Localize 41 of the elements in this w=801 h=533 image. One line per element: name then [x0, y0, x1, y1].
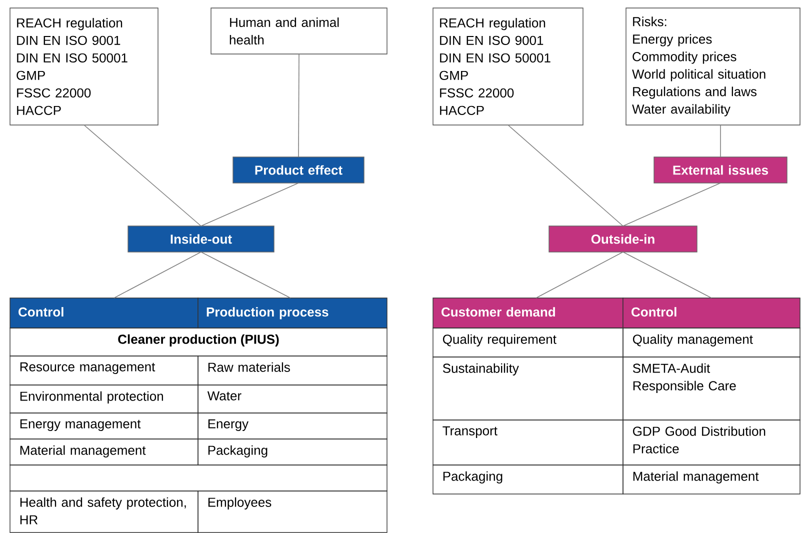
table-cell: Quality requirement	[432, 328, 624, 358]
text-box: Human and animal health	[210, 8, 388, 54]
table-cell: Energy	[198, 412, 388, 440]
table-header-cell: Control	[10, 298, 198, 328]
connector-line	[508, 124, 624, 226]
table-cell: Water	[198, 384, 388, 414]
table-cell: Employees	[198, 490, 388, 533]
text-box: REACH regulation DIN EN ISO 9001 DIN EN ISO 50001 GMP FSSC 22000 HACCP	[10, 8, 158, 126]
connector-line	[536, 252, 624, 298]
table-cell: SMETA-Audit Responsible Care	[622, 356, 800, 420]
table-cell: Health and safety protection, HR	[10, 490, 198, 533]
table-cell: GDP Good Distribution Practice	[622, 420, 800, 466]
connector-line	[298, 54, 300, 158]
table-cell: Packaging	[432, 464, 624, 494]
connector-line	[720, 124, 721, 158]
table-cell: Environmental protection	[10, 384, 198, 414]
label-box: Product effect	[232, 156, 364, 184]
label-box: External issues	[654, 156, 788, 184]
connector-line	[84, 124, 202, 226]
connector-line	[114, 252, 202, 298]
table-cell: Material management	[10, 438, 198, 466]
table-cell: Resource management	[10, 356, 198, 386]
table-cell: Packaging	[198, 438, 388, 466]
connector-line	[622, 252, 712, 298]
table-cell: Transport	[432, 420, 624, 466]
text-box: REACH regulation DIN EN ISO 9001 DIN EN ISO 50001 GMP FSSC 22000 HACCP	[432, 8, 584, 126]
table-cell: Material management	[622, 464, 800, 494]
table-cell: Quality management	[622, 328, 800, 358]
table-cell: Cleaner production (PIUS)	[10, 328, 388, 356]
table-cell: Sustainability	[432, 356, 624, 420]
label-box: Outside-in	[548, 226, 698, 252]
table-header-cell: Control	[622, 298, 800, 328]
connector-line	[200, 182, 299, 226]
label-box: Inside-out	[128, 226, 274, 252]
table-cell: Raw materials	[198, 356, 388, 386]
text-box: Risks: Energy prices Commodity prices World political situation Regulations and laws Water availability	[626, 8, 800, 126]
connector-line	[622, 182, 721, 226]
table-header-cell: Customer demand	[432, 298, 624, 328]
table-cell: Energy management	[10, 412, 198, 440]
connector-line	[200, 252, 291, 298]
table-header-cell: Production process	[198, 298, 388, 328]
